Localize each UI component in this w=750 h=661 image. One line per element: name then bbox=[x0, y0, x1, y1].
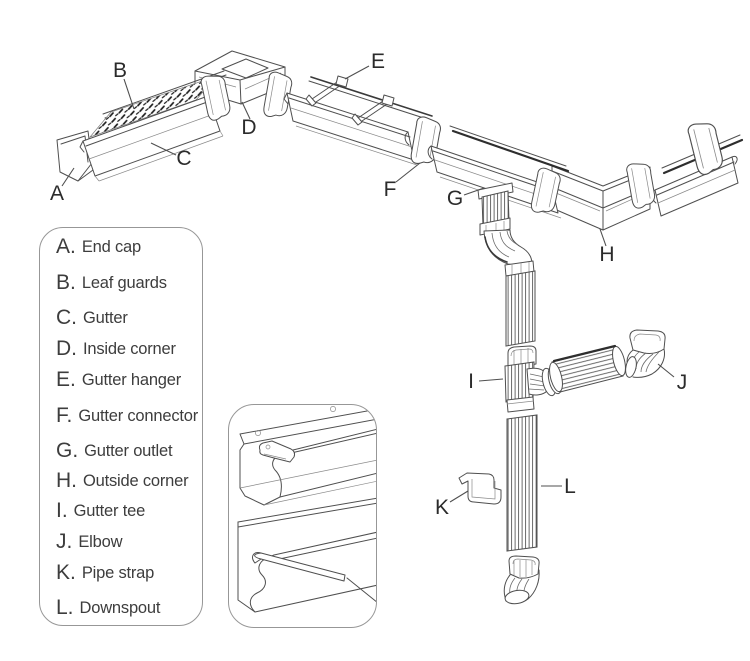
legend-item-gutter-hanger: E. Gutter hanger bbox=[56, 363, 181, 397]
part-label-B: B bbox=[112, 59, 128, 82]
part-label-E: E bbox=[370, 50, 386, 73]
legend-letter: B. bbox=[56, 271, 76, 294]
gutter-tee-drawing bbox=[504, 345, 563, 413]
legend-item-end-cap: A. End cap bbox=[56, 230, 141, 264]
pipe-strap-drawing bbox=[458, 472, 502, 505]
gutter-with-hangers-drawing bbox=[283, 75, 433, 166]
legend-letter: A. bbox=[56, 235, 76, 258]
hanger-detail-inset bbox=[228, 404, 377, 628]
elbow-pipe-drawing bbox=[549, 344, 626, 393]
legend-item-gutter-outlet: G. Gutter outlet bbox=[56, 434, 173, 468]
part-label-H: H bbox=[599, 243, 615, 266]
legend-label: Gutter hanger bbox=[81, 370, 182, 389]
legend-label: End cap bbox=[81, 237, 141, 256]
downspout-upper-drawing bbox=[505, 270, 536, 347]
downspout-drawing bbox=[506, 414, 538, 552]
part-label-F: F bbox=[383, 178, 397, 201]
part-label-K: K bbox=[434, 496, 450, 519]
part-label-A: A bbox=[49, 182, 65, 205]
hidden-hanger-detail-top bbox=[239, 406, 376, 506]
legend-item-gutter-tee: I. Gutter tee bbox=[56, 494, 145, 528]
legend-item-leaf-guards: B. Leaf guards bbox=[56, 266, 167, 300]
part-label-I: I bbox=[468, 370, 474, 393]
hanger-detail-drawing bbox=[237, 406, 376, 613]
legend-letter: J. bbox=[56, 530, 73, 553]
legend-label: Elbow bbox=[78, 532, 123, 551]
legend-item-gutter-connector: F. Gutter connector bbox=[56, 399, 198, 433]
end-hanger-drawing bbox=[686, 119, 726, 177]
spring-hanger-detail-bottom bbox=[237, 497, 376, 613]
legend-item-inside-corner: D. Inside corner bbox=[56, 332, 176, 366]
legend-letter: K. bbox=[56, 561, 76, 584]
legend-label: Gutter connector bbox=[78, 406, 199, 425]
legend-item-outside-corner: H. Outside corner bbox=[56, 464, 189, 498]
part-label-C: C bbox=[176, 147, 192, 170]
legend-label: Outside corner bbox=[83, 471, 189, 490]
legend-letter: I. bbox=[56, 499, 68, 522]
bottom-elbow-drawing bbox=[503, 555, 540, 605]
legend-label: Gutter outlet bbox=[84, 441, 173, 460]
gutter-hanger-drawing bbox=[305, 75, 349, 107]
part-label-L: L bbox=[564, 475, 576, 498]
legend-label: Inside corner bbox=[83, 339, 176, 358]
gutter-outlet-drawing bbox=[477, 182, 514, 236]
leader-lines bbox=[61, 65, 675, 503]
legend-label: Downspout bbox=[79, 598, 161, 617]
legend-letter: L. bbox=[56, 596, 74, 619]
gutter-drawing bbox=[79, 70, 227, 182]
legend-letter: H. bbox=[56, 469, 77, 492]
legend-label: Leaf guards bbox=[81, 273, 167, 292]
part-label-D: D bbox=[241, 116, 257, 139]
legend-item-pipe-strap: K. Pipe strap bbox=[56, 556, 154, 590]
part-label-G: G bbox=[446, 187, 464, 210]
legend-letter: F. bbox=[56, 404, 73, 427]
legend-label: Gutter tee bbox=[73, 501, 146, 520]
legend-letter: D. bbox=[56, 337, 77, 360]
legend: A. End cap B. Leaf guards C. Gutter D. Insid… bbox=[39, 227, 203, 626]
legend-item-gutter: C. Gutter bbox=[56, 301, 128, 335]
elbow-drawing bbox=[625, 329, 666, 378]
legend-letter: E. bbox=[56, 368, 76, 391]
legend-item-elbow: J. Elbow bbox=[56, 525, 122, 559]
end-cap-drawing bbox=[56, 130, 94, 182]
legend-label: Gutter bbox=[83, 308, 128, 327]
legend-label: Pipe strap bbox=[81, 563, 155, 582]
gutter-hanger-drawing bbox=[351, 94, 395, 126]
legend-item-downspout: L. Downspout bbox=[56, 591, 160, 625]
legend-letter: G. bbox=[56, 439, 79, 462]
part-label-J: J bbox=[676, 371, 688, 394]
legend-letter: C. bbox=[56, 306, 77, 329]
offset-elbow-drawing bbox=[483, 229, 535, 277]
